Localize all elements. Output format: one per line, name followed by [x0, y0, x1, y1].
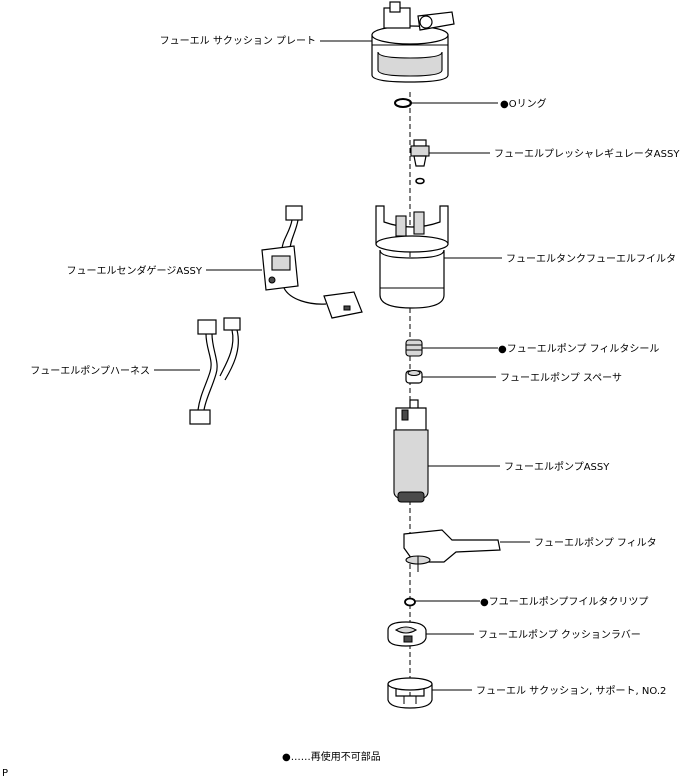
label-pump-filter: フューエルポンプ フィルタ [534, 537, 657, 549]
label-pump-filter-seal: ●フューエルポンプ フィルタシール [498, 343, 659, 355]
label-pressure-regulator: フューエルプレッシャレギュレータASSY [494, 148, 680, 160]
fuel-pump-part [393, 399, 429, 503]
label-cushion-rubber: フューエルポンプ クッションラバー [478, 629, 641, 641]
leader-lines [154, 40, 530, 691]
pump-spacer-part [405, 369, 423, 384]
tank-filter-part [375, 205, 449, 309]
sender-gauge-part [261, 205, 363, 319]
label-filter-clip: ●フユーエルポンプフイルタクリツプ [480, 596, 648, 608]
label-pump-spacer: フューエルポンプ スペーサ [500, 372, 622, 384]
o-ring-part [394, 98, 412, 108]
label-pump-harness: フューエルポンプハーネス [30, 365, 150, 377]
suction-plate-part [371, 1, 455, 83]
label-suction-plate: フューエル サクッション プレート [160, 35, 316, 47]
legend-reuse-note: ●……再使用不可部品 [282, 750, 381, 763]
pump-filter-part [403, 529, 501, 572]
corner-mark: P [2, 768, 8, 779]
pressure-regulator-part [410, 139, 430, 185]
cushion-rubber-part [387, 621, 427, 647]
pump-harness-part [189, 317, 241, 425]
pump-filter-seal-part [405, 339, 423, 357]
label-suction-support: フューエル サクッション, サポート, NO.2 [476, 685, 666, 697]
filter-clip-part [404, 597, 416, 607]
label-sender-gauge: フューエルセンダゲージASSY [67, 264, 203, 277]
suction-support-part [387, 677, 433, 709]
label-pump-assy: フューエルポンプASSY [504, 461, 610, 473]
label-tank-filter: フューエルタンクフューエルフイルタ [506, 253, 676, 265]
label-o-ring: ●Oリング [500, 97, 547, 110]
